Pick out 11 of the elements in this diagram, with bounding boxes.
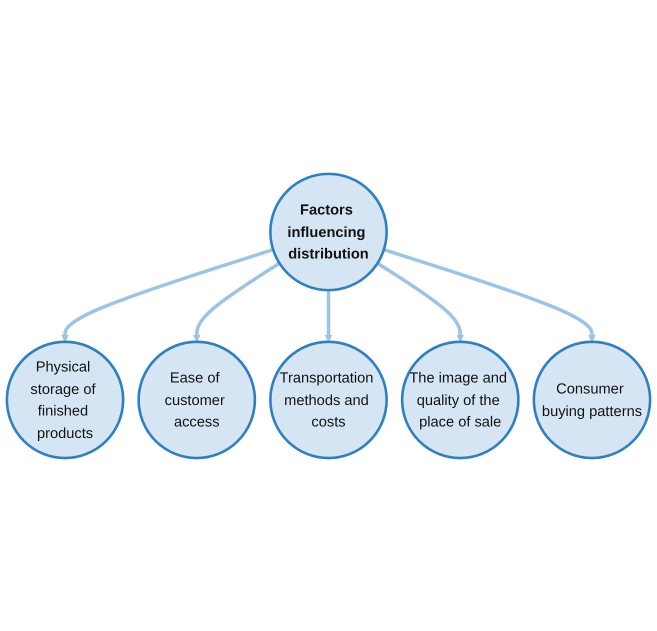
node-circle: Consumer buying patterns: [532, 340, 652, 459]
node-circle: Physical storage of finished products: [6, 340, 124, 459]
node-circle: Transportation methods and costs: [269, 340, 388, 459]
arrow: [61, 248, 274, 342]
arrow: [376, 261, 464, 342]
arrow: [383, 248, 596, 342]
node-circle: Factors influencing distribution: [269, 172, 388, 291]
arrow: [192, 261, 280, 342]
node-circle: Ease of customer access: [137, 340, 256, 459]
arrow: [324, 290, 332, 342]
node-circle: The image and quality of the place of sale: [400, 340, 520, 459]
